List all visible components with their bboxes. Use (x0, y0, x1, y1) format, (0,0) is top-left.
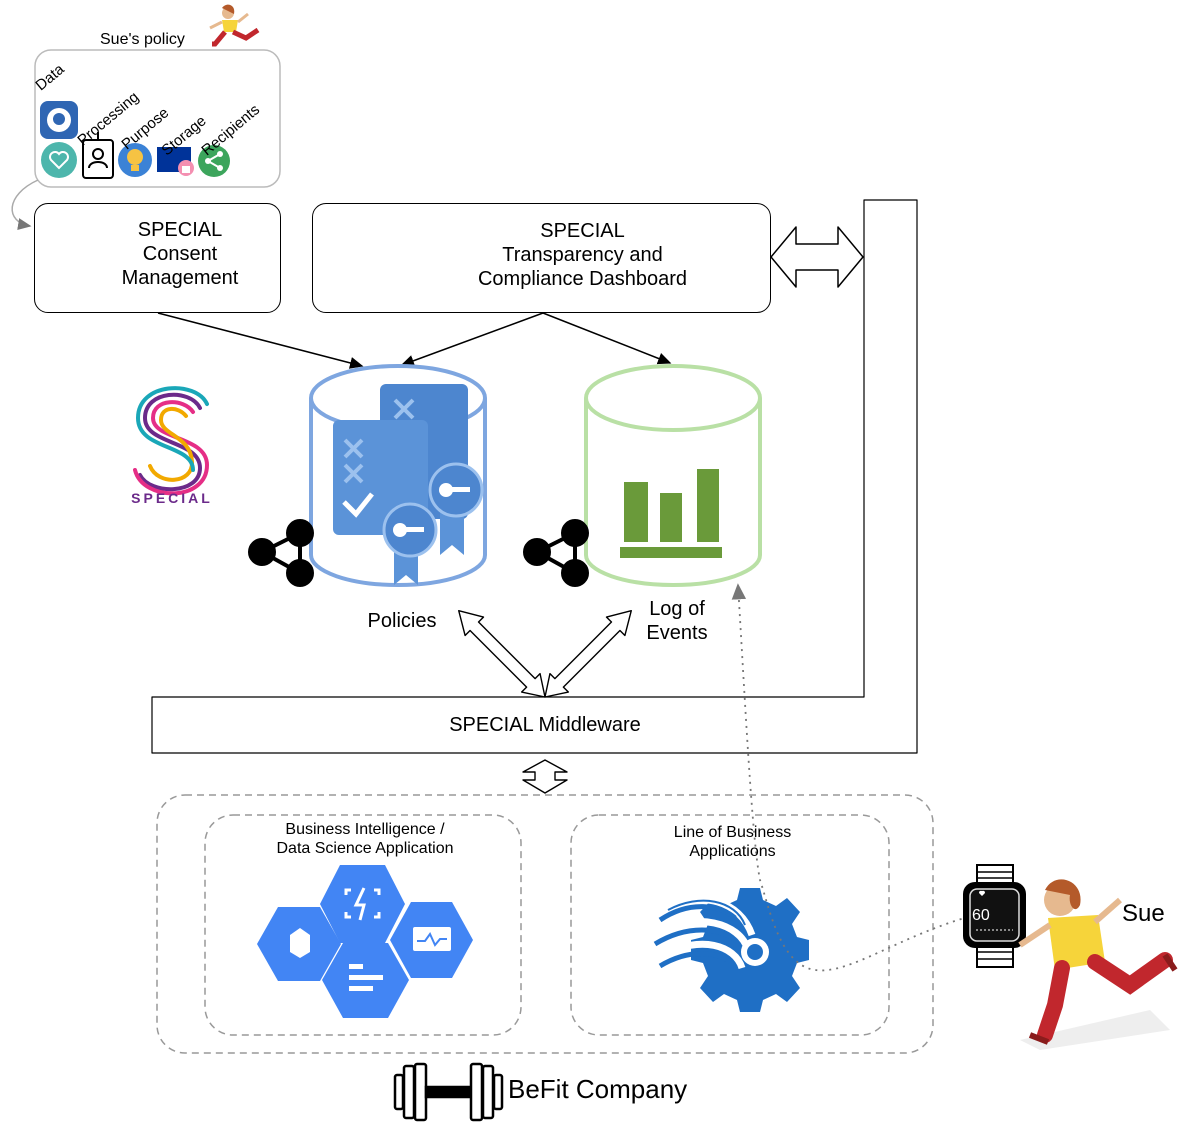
middleware-company-double-arrow (522, 759, 568, 794)
befit-company-area (156, 794, 934, 1054)
lightbulb-icon (118, 143, 152, 177)
bar-chart-icon (620, 469, 722, 558)
dashboard-title: SPECIAL Transparency and Compliance Dash… (440, 219, 725, 291)
policies-label: Policies (367, 610, 437, 632)
smart-watch-icon (963, 864, 1026, 968)
events-line1: Log of (649, 598, 705, 620)
share-icon (198, 145, 230, 177)
bi-line2: Data Science Application (276, 840, 454, 858)
badge-id-icon (82, 132, 114, 179)
share-graph-icon (523, 519, 589, 587)
policy-title: Sue's policy (100, 31, 185, 48)
dashboard-to-events-arrow (542, 312, 672, 365)
dashboard-line2: Transparency and (502, 244, 663, 266)
dashboard-line3: Compliance Dashboard (477, 268, 687, 290)
consent-line2: Consent (142, 243, 218, 265)
data-icon (40, 101, 78, 139)
lob-line1: Line of Business (673, 824, 792, 841)
middleware-policies-double-arrow (544, 610, 632, 698)
event-flow-dotted-arrow (731, 583, 976, 972)
special-logo-text: SPECIAL (131, 490, 213, 506)
eu-lock-icon (157, 147, 194, 176)
heart-icon (41, 142, 77, 178)
middleware-label: SPECIAL Middleware (449, 714, 641, 736)
events-label: Log of Events (627, 597, 727, 645)
share-graph-icon (248, 519, 314, 587)
person-name: Sue (1122, 900, 1165, 927)
bi-application-area (204, 814, 522, 1036)
dashboard-to-policies-arrow (400, 312, 544, 367)
running-person-large-icon (1018, 879, 1178, 1050)
middleware-events-double-arrow (458, 610, 546, 698)
running-person-small-icon (209, 4, 260, 47)
consent-management-box (34, 203, 281, 313)
consent-to-policies-arrow (157, 312, 364, 369)
consent-line3: Management (121, 267, 239, 289)
bi-title: Business Intelligence / Data Science App… (225, 820, 505, 858)
special-logo-icon (133, 386, 210, 496)
certificate-badge-icon (428, 462, 484, 555)
watch-heart-rate: 60 (972, 907, 990, 924)
bi-line1: Business Intelligence / (285, 821, 445, 838)
dashboard-line1: SPECIAL (540, 220, 625, 242)
dashboard-bus-double-arrow (770, 226, 864, 288)
dashboard-box (312, 203, 771, 313)
certificate-badge-icon (382, 502, 438, 585)
consent-title: SPECIAL Consent Management (100, 218, 260, 290)
middleware-bus (151, 199, 918, 754)
consent-line1: SPECIAL (137, 219, 223, 241)
company-name: BeFit Company (508, 1074, 688, 1104)
policy-connector (11, 179, 39, 231)
lob-line2: Applications (689, 843, 776, 861)
lob-application-area (570, 814, 890, 1036)
cloud-hexagons-icon (257, 865, 473, 1018)
gear-waves-icon (653, 888, 809, 1012)
dumbbell-icon (393, 1062, 504, 1122)
events-line2: Events (646, 622, 708, 644)
lob-title: Line of Business Applications (620, 823, 845, 861)
